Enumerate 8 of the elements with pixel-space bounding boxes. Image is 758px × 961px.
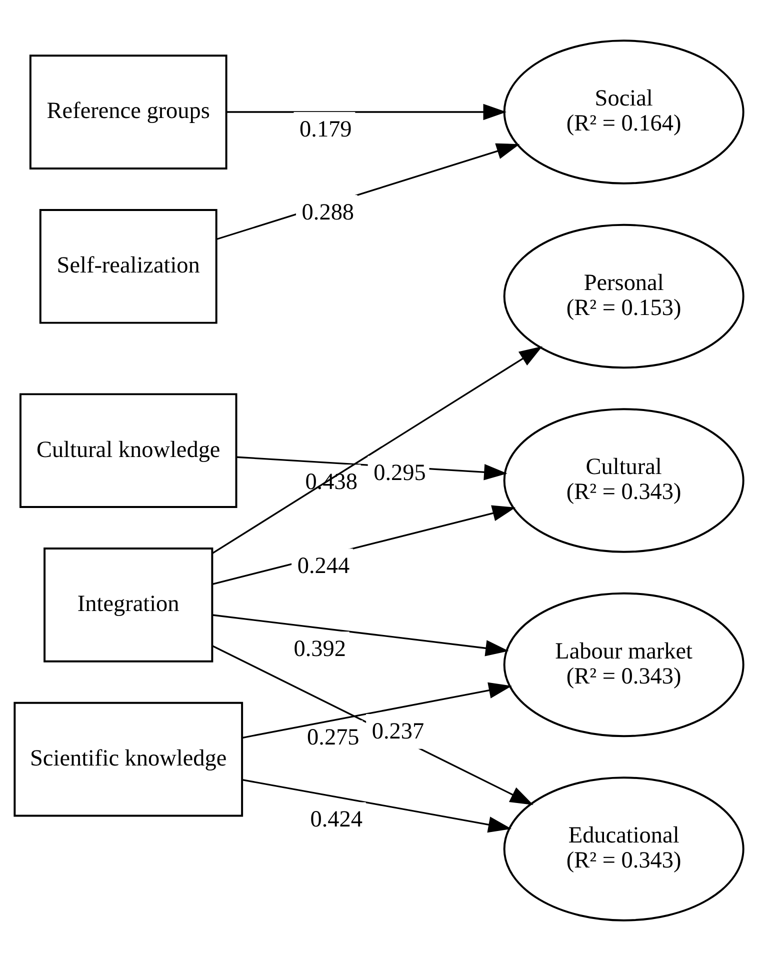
edge-label: 0.244 [297,553,350,580]
edge-label: 0.295 [374,460,426,486]
edge-label: 0.237 [372,718,424,744]
edge-label: 0.275 [307,724,360,751]
edge-label: 0.424 [310,806,362,833]
edge-label: 0.288 [302,199,354,226]
edge-label: 0.392 [294,636,346,662]
edge-label: 0.179 [300,116,352,142]
